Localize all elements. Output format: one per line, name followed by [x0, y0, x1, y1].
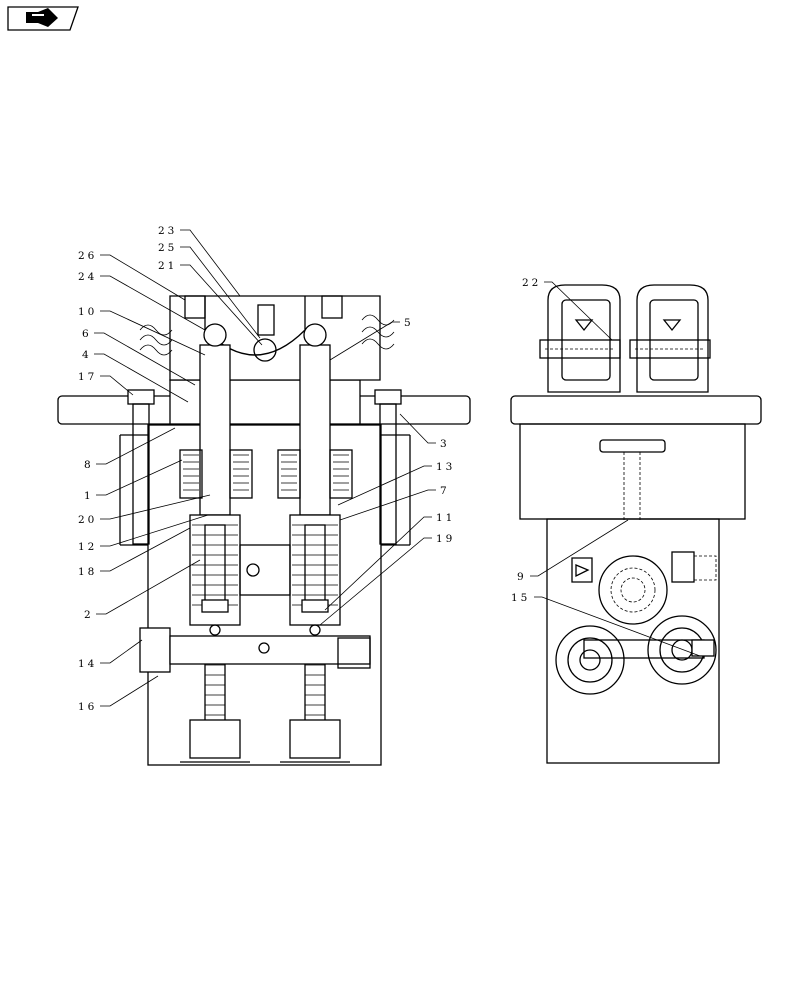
callout-19: 19 [436, 533, 455, 545]
callout-13: 13 [436, 461, 455, 473]
callout-14: 14 [78, 658, 97, 670]
nav-button[interactable] [7, 6, 79, 31]
callout-labels: 23 25 21 26 24 10 6 4 17 8 1 20 [78, 225, 701, 713]
callout-23: 23 [158, 225, 177, 237]
callout-24: 24 [78, 271, 97, 283]
callout-8: 8 [84, 459, 94, 471]
callout-16: 16 [78, 701, 97, 713]
callout-3: 3 [440, 438, 450, 450]
callout-10: 10 [78, 306, 97, 318]
callout-17: 17 [78, 371, 97, 383]
callout-5: 5 [404, 317, 414, 329]
callout-25: 25 [158, 242, 177, 254]
callout-20: 20 [78, 514, 97, 526]
exterior-view [510, 284, 762, 764]
callout-9: 9 [517, 571, 527, 583]
callout-12: 12 [78, 541, 97, 553]
callout-11: 11 [436, 512, 455, 524]
callout-18: 18 [78, 566, 97, 578]
callout-7: 7 [440, 485, 450, 497]
callout-6: 6 [82, 328, 92, 340]
callout-1: 1 [84, 490, 94, 502]
callout-21: 21 [158, 260, 177, 272]
callout-15: 15 [511, 592, 530, 604]
callout-26: 26 [78, 250, 97, 262]
callout-22: 22 [522, 277, 541, 289]
callout-4: 4 [82, 349, 92, 361]
section-view [57, 295, 471, 766]
callout-2: 2 [84, 609, 94, 621]
arrow-icon [26, 8, 58, 27]
